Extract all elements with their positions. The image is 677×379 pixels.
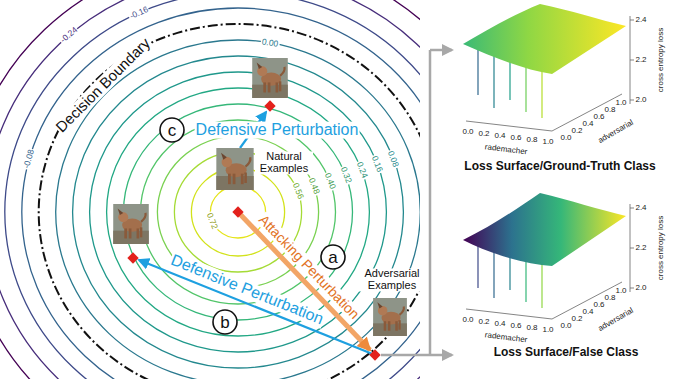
contour-line xyxy=(73,56,404,368)
contour-label: 0.32 xyxy=(338,165,353,186)
contour-label: 0.56 xyxy=(290,181,305,202)
contour-label: 0.16 xyxy=(370,154,385,175)
boundary-label: Decision Boundary xyxy=(52,34,154,136)
surface-stem xyxy=(509,60,510,100)
surface-stem xyxy=(477,49,478,95)
example-label: Natural Examples xyxy=(255,151,313,174)
axis-title: rademacher xyxy=(483,331,528,345)
contour-label: 0.08 xyxy=(386,148,401,169)
contour-line xyxy=(90,72,387,352)
callout-circle: b xyxy=(212,309,238,335)
example-point xyxy=(232,206,243,217)
axis-title: cross entropy loss xyxy=(657,27,665,93)
callout-letter: a xyxy=(328,249,337,266)
surface-stem xyxy=(541,71,542,118)
axis-title: cross entropy loss xyxy=(657,215,665,281)
contour-label: -0.16 xyxy=(128,4,151,21)
axis-tick: 1.0 xyxy=(541,138,554,146)
pointer-line xyxy=(429,50,432,355)
axis-tick: 0.2 xyxy=(477,130,490,138)
surface-stem xyxy=(525,66,526,112)
axis-tick: 1.0 xyxy=(541,326,554,334)
plot-title: Loss Surface/Ground-Truth Class xyxy=(463,160,656,173)
contour-label: 0.00 xyxy=(260,37,280,49)
axis-tick: 0.4 xyxy=(493,320,506,328)
axis-tick: 0.0 xyxy=(461,128,474,136)
attack-arrow xyxy=(238,212,370,350)
surface-stem xyxy=(477,246,478,288)
axis-tick: 2.2 xyxy=(634,244,647,252)
callout-outline xyxy=(160,118,184,142)
loss-surface xyxy=(463,193,626,266)
callout-outline xyxy=(321,245,345,269)
surface-stem xyxy=(541,263,542,308)
example-label: Adversarial Examples xyxy=(359,268,425,291)
contour-line xyxy=(56,40,420,379)
example-point xyxy=(127,252,138,263)
axis-tick: 2.2 xyxy=(634,56,647,64)
example-point xyxy=(264,100,275,111)
contour-plot xyxy=(0,0,420,379)
axis-tick: 0.6 xyxy=(509,134,522,142)
defended-image xyxy=(252,58,288,98)
axis-tick: 0.0 xyxy=(461,316,474,324)
contour-line xyxy=(0,0,420,379)
contour-line xyxy=(22,8,420,379)
contour-label: 0.72 xyxy=(205,211,220,232)
contour-label: 0.40 xyxy=(322,170,337,191)
pointer-arrow xyxy=(430,49,452,52)
contour-line xyxy=(5,0,420,379)
axis-tick: 2.0 xyxy=(634,284,647,292)
axis-tick: 2.0 xyxy=(634,96,647,104)
axis-tick: 1.0 xyxy=(614,99,627,107)
surface-stem xyxy=(493,252,494,298)
axis-tick: 0.8 xyxy=(525,324,538,332)
axis-tick: 1.0 xyxy=(614,287,627,295)
callout-outline xyxy=(213,310,237,334)
axis-tick: 0.6 xyxy=(509,322,522,330)
decision-boundary xyxy=(39,24,420,379)
pointer-arrow xyxy=(381,354,452,357)
surface-stem xyxy=(525,260,526,302)
callout-circle: a xyxy=(320,244,346,270)
surface-stem xyxy=(509,256,510,290)
example-point xyxy=(369,349,380,360)
adversarial-image xyxy=(373,298,407,336)
axis-tick: 0.8 xyxy=(525,136,538,144)
surface-plot xyxy=(463,193,634,319)
callout-letter: c xyxy=(168,122,177,139)
axis-tick: 0.2 xyxy=(477,318,490,326)
surface-stem xyxy=(493,55,494,108)
axis-title: rademacher xyxy=(483,143,528,157)
axis-tick: 0.4 xyxy=(493,132,506,140)
callout-letter: b xyxy=(220,314,229,331)
axis-title: adversarial xyxy=(596,118,636,146)
callout-circle: c xyxy=(159,117,185,143)
axis-title: adversarial xyxy=(596,306,636,334)
surface-plot xyxy=(463,4,634,131)
perturbation-label: Defensive Perturbation xyxy=(195,122,360,139)
contour-label: -0.24 xyxy=(58,25,80,46)
contour-label: 0.24 xyxy=(354,159,369,180)
axis-tick: 2.4 xyxy=(634,204,647,212)
defended-image xyxy=(113,204,149,244)
contour-line xyxy=(0,0,420,379)
axis-tick: 2.4 xyxy=(634,16,647,24)
loss-surface xyxy=(463,4,626,74)
natural-image xyxy=(216,148,253,190)
plot-title: Loss Surface/False Class xyxy=(493,346,640,359)
contour-label: -0.08 xyxy=(22,148,36,171)
contour-label: 0.48 xyxy=(306,176,321,197)
